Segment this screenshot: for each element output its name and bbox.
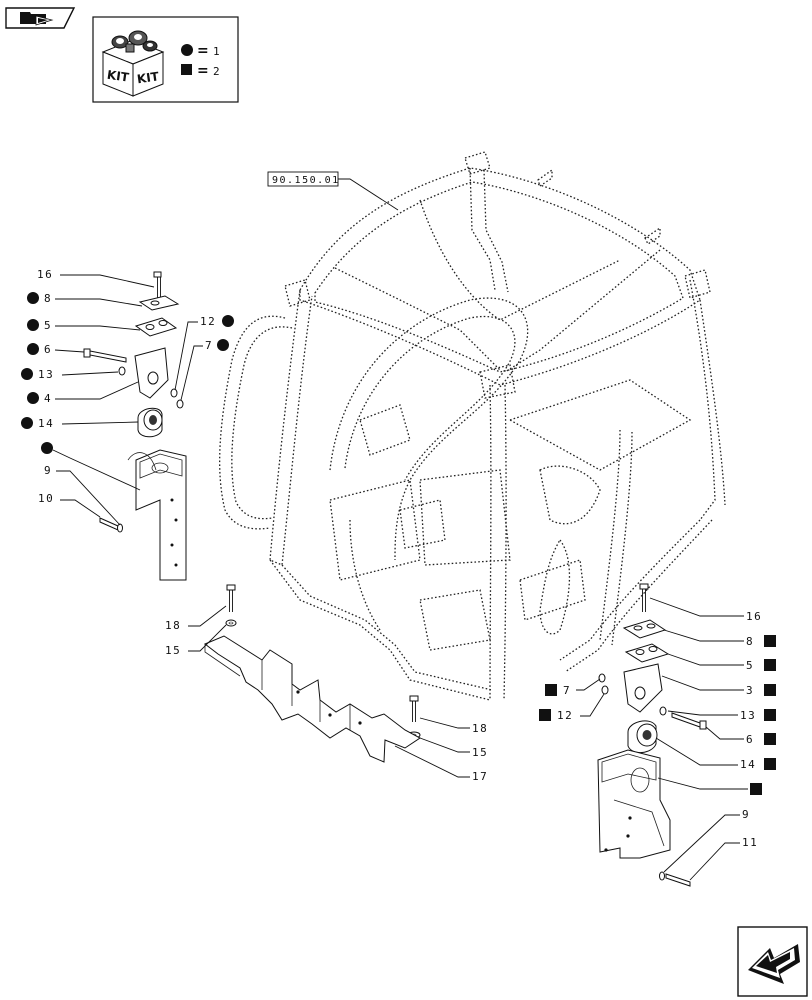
svg-text:90.150.01: 90.150.01: [272, 175, 340, 186]
right-mount-parts: [597, 583, 707, 887]
square-marker-13-right: [764, 709, 776, 721]
label-11-right: 11: [742, 836, 758, 849]
support-bracket-left: [127, 449, 187, 581]
legend-square-equals: =: [197, 63, 209, 79]
label-7-right: 7: [563, 684, 571, 697]
square-marker-6-right: [764, 733, 776, 745]
square-marker-12-right: [539, 709, 551, 721]
legend-circle-equals: =: [197, 43, 209, 59]
label-16-left: 16: [37, 268, 53, 281]
label-15-bottom-left: 15: [165, 644, 181, 657]
label-9-left: 9: [44, 464, 52, 477]
kit-legend: KIT KIT = 1 = 2: [92, 16, 239, 103]
circle-marker-13-left: [21, 368, 33, 380]
bolt-16-left: [153, 271, 162, 300]
label-6-right: 6: [746, 733, 754, 746]
bottom-labels: 18 15 18 15 17: [165, 605, 488, 783]
label-8-right: 8: [746, 635, 754, 648]
circle-marker-4-left: [27, 392, 39, 404]
circle-marker-8-left: [27, 292, 39, 304]
circle-marker-6-left: [27, 343, 39, 355]
cab-reference-label[interactable]: 90.150.01: [267, 171, 399, 211]
label-7-left: 7: [205, 339, 213, 352]
square-marker-5-right: [764, 659, 776, 671]
legend-square-marker: [181, 64, 192, 75]
legend-circle-marker: [181, 44, 193, 56]
label-17-bottom: 17: [472, 770, 488, 783]
label-5-right: 5: [746, 659, 754, 672]
kit-box-icon: [101, 30, 165, 97]
square-marker-bracket-right: [750, 783, 762, 795]
circle-marker-12-left: [222, 315, 234, 327]
bushing-14-left: [137, 407, 163, 438]
label-13-left: 13: [38, 368, 54, 381]
label-16-right: 16: [746, 610, 762, 623]
support-bracket-right: [597, 749, 671, 859]
legend-square-value: 2: [213, 65, 221, 78]
crossmember-parts: [204, 584, 421, 763]
label-6-left: 6: [44, 343, 52, 356]
left-labels: 16 8 5 6 13 4 14 12 7 9 10: [21, 268, 234, 526]
right-labels: 16 8 5 3 7 12 13 6 14 9 11: [539, 597, 776, 881]
label-15-bottom-right: 15: [472, 746, 488, 759]
square-marker-8-right: [764, 635, 776, 647]
square-marker-7-right: [545, 684, 557, 696]
cab-frame: [219, 151, 726, 701]
kit-text-right: KIT: [136, 69, 160, 86]
circle-marker-14-left: [21, 417, 33, 429]
folder-arrow-icon[interactable]: [5, 7, 76, 29]
square-marker-14-right: [764, 758, 776, 770]
label-13-right: 13: [740, 709, 756, 722]
circle-marker-7-left: [217, 339, 229, 351]
label-4-left: 4: [44, 392, 52, 405]
label-8-left: 8: [44, 292, 52, 305]
legend-circle-value: 1: [213, 45, 221, 58]
label-14-right: 14: [740, 758, 756, 771]
label-10-left: 10: [38, 492, 54, 505]
bushing-14-right: [627, 720, 658, 753]
kit-text-left: KIT: [106, 68, 130, 85]
label-12-right: 12: [557, 709, 573, 722]
label-9-right: 9: [742, 808, 750, 821]
label-3-right: 3: [746, 684, 754, 697]
label-14-left: 14: [38, 417, 54, 430]
label-5-left: 5: [44, 319, 52, 332]
label-18-bottom-right: 18: [472, 722, 488, 735]
label-18-bottom-left: 18: [165, 619, 181, 632]
square-marker-3-right: [764, 684, 776, 696]
label-12-left: 12: [200, 315, 216, 328]
circle-marker-5-left: [27, 319, 39, 331]
left-mount-parts: [83, 271, 187, 581]
next-page-arrow-icon[interactable]: [737, 926, 808, 997]
circle-marker-bracket-left: [41, 442, 53, 454]
